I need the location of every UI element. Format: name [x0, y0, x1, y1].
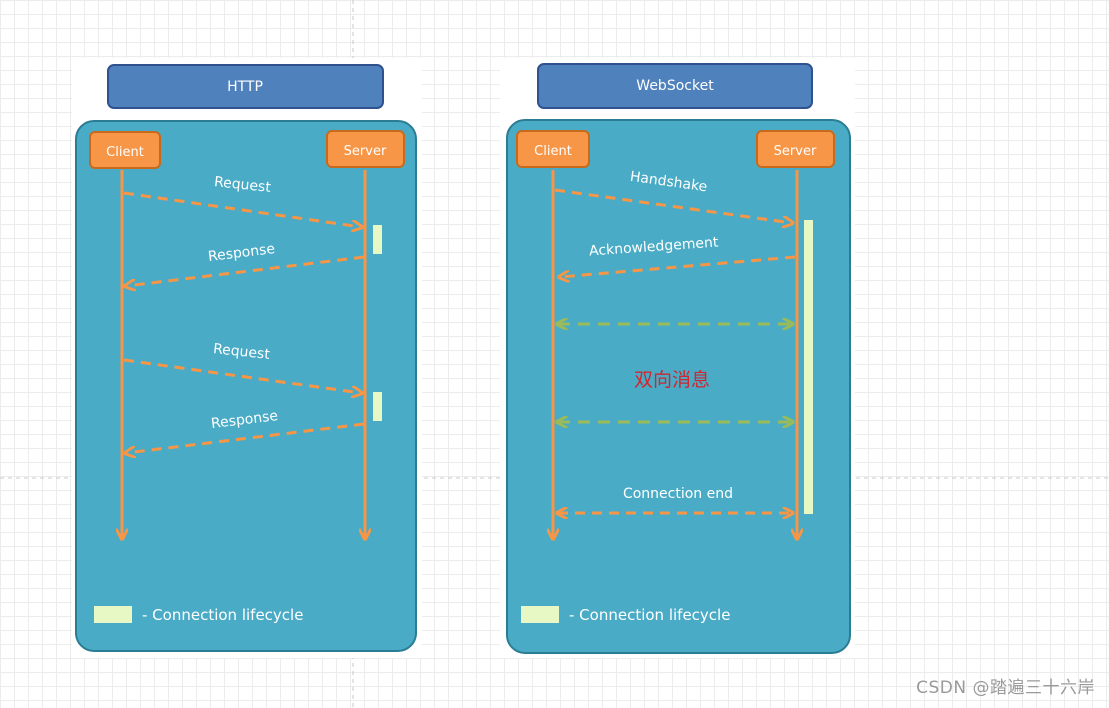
websocket-handshake-arrow: [554, 188, 792, 223]
websocket-acknowledgement-arrow: [560, 255, 796, 277]
http-request-label-1: Request: [213, 174, 272, 196]
http-request-label-2: Request: [212, 341, 271, 363]
websocket-legend-swatch: [521, 606, 559, 623]
http-body: [75, 120, 417, 652]
websocket-header: [537, 63, 813, 109]
http-request-arrow-2: [123, 358, 361, 393]
http-request-arrow-1: [123, 191, 361, 227]
websocket-client-label: Client: [534, 144, 572, 159]
websocket-server-box: [756, 130, 835, 168]
http-response-arrow-1: [126, 255, 365, 286]
http-client-box: [89, 131, 161, 169]
http-header: [107, 64, 384, 109]
websocket-bidirectional-label: 双向消息: [634, 369, 710, 391]
http-response-arrow-2: [126, 422, 365, 453]
http-client-label: Client: [106, 145, 144, 160]
websocket-body: [506, 119, 851, 654]
http-lifecycle-bar-2: [373, 392, 382, 421]
websocket-title: WebSocket: [636, 78, 714, 94]
http-lifecycle-bar-1: [373, 225, 382, 254]
websocket-server-label: Server: [774, 144, 817, 159]
websocket-connection-end-label: Connection end: [623, 486, 733, 502]
http-server-box: [326, 130, 405, 168]
http-legend-label: - Connection lifecycle: [142, 606, 303, 624]
websocket-client-box: [516, 130, 590, 168]
http-legend-swatch: [94, 606, 132, 623]
websocket-lifecycle-bar: [804, 220, 813, 514]
http-panel: HTTP Client Server Request Response Requ…: [75, 64, 417, 652]
http-title: HTTP: [227, 79, 263, 95]
websocket-panel: WebSocket Client Server Handshake Acknow…: [506, 63, 851, 654]
websocket-legend-label: - Connection lifecycle: [569, 606, 730, 624]
http-server-label: Server: [344, 144, 387, 159]
watermark: CSDN @踏遍三十六岸: [916, 678, 1095, 698]
